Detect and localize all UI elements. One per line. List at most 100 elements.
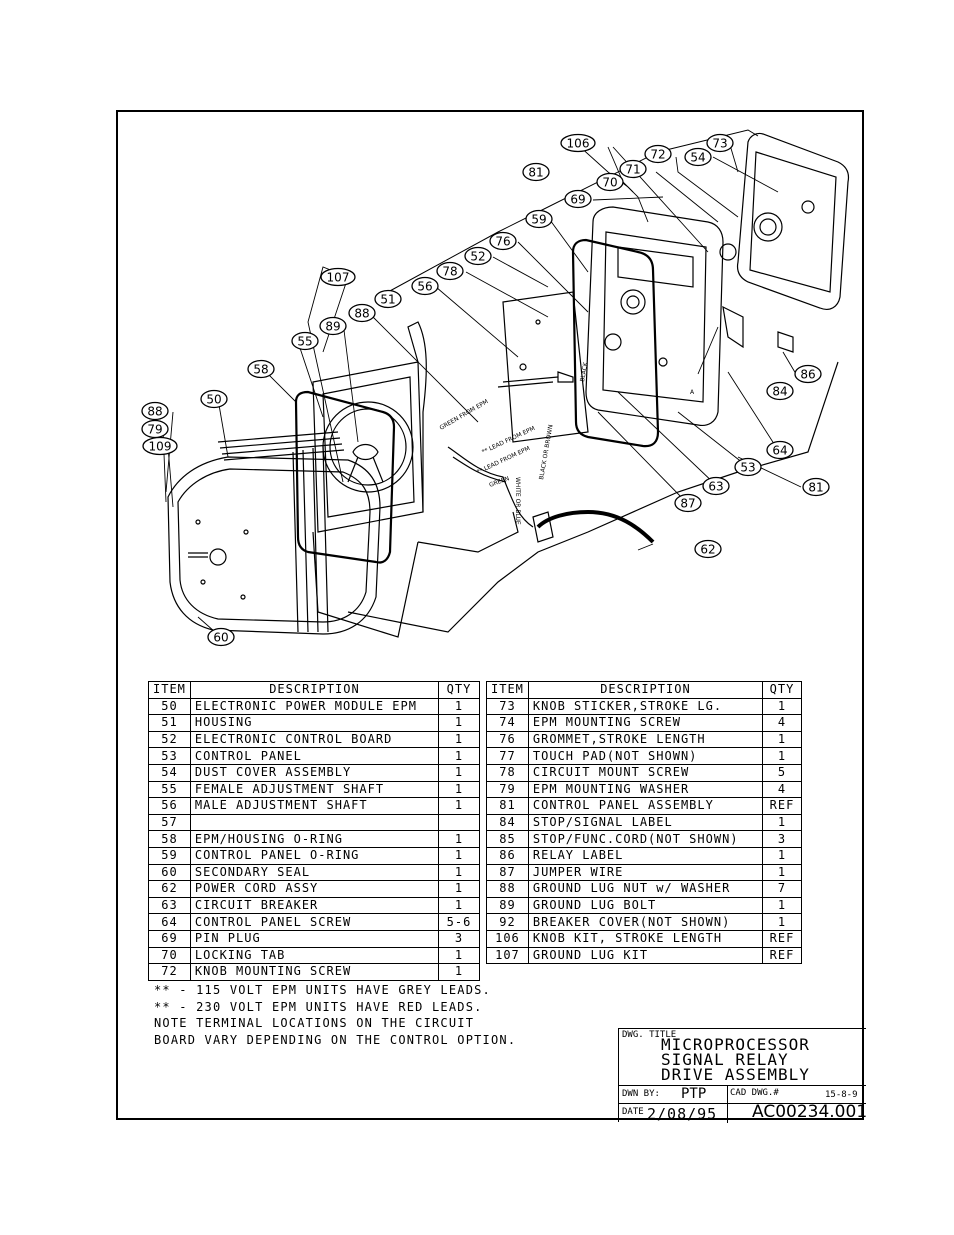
callout-number: 59 xyxy=(531,213,546,227)
housing xyxy=(312,321,519,638)
callout-number: 55 xyxy=(297,335,312,349)
cell-qty: 1 xyxy=(438,697,480,716)
power-cord xyxy=(536,509,655,544)
item-header: ITEM xyxy=(148,681,191,699)
cell-qty: 1 xyxy=(438,763,480,782)
cell-qty: 1 xyxy=(438,863,480,882)
cell-qty: 1 xyxy=(438,880,480,898)
callout-balloon: 106 xyxy=(560,133,596,153)
title-divider xyxy=(619,1085,866,1086)
callout-number: 81 xyxy=(808,481,823,495)
cell-qty: 1 xyxy=(762,863,802,882)
cell-item: 87 xyxy=(486,863,529,882)
cell-description: FEMALE ADJUSTMENT SHAFT xyxy=(189,780,440,799)
cell-item: 55 xyxy=(148,780,191,799)
cell-qty: 1 xyxy=(438,780,480,799)
relay-label-shape xyxy=(777,331,794,353)
drawing-title: MICROPROCESSOR SIGNAL RELAY DRIVE ASSEMB… xyxy=(661,1037,810,1083)
cell-item: 76 xyxy=(486,730,529,749)
qty-header: QTY xyxy=(762,681,802,699)
cell-qty: 7 xyxy=(762,880,802,898)
drawn-by-label: DWN BY: xyxy=(622,1089,660,1099)
cell-description: HOUSING xyxy=(189,714,440,732)
cell-qty: REF xyxy=(762,929,802,948)
callout-balloon: 69 xyxy=(564,189,592,209)
cell-description: SECONDARY SEAL xyxy=(189,863,440,882)
callout-balloon: 81 xyxy=(802,477,830,497)
callout-balloon: 64 xyxy=(766,440,794,460)
cell-qty: 1 xyxy=(762,813,802,832)
cell-qty: 1 xyxy=(438,830,480,848)
callout-number: 51 xyxy=(380,293,395,307)
cell-description: ELECTRONIC POWER MODULE EPM xyxy=(189,697,440,716)
cell-description: KNOB MOUNTING SCREW xyxy=(189,963,440,981)
note-line: NOTE TERMINAL LOCATIONS ON THE CIRCUIT xyxy=(154,1016,475,1030)
callout-number: 63 xyxy=(708,480,723,494)
drawing-notes: ** - 115 VOLT EPM UNITS HAVE GREY LEADS.… xyxy=(154,982,516,1048)
callout-number: 71 xyxy=(625,163,640,177)
callout-balloon: 72 xyxy=(644,144,672,164)
cell-item: 62 xyxy=(148,880,191,898)
callout-number: 56 xyxy=(417,280,432,294)
callout-balloon: 59 xyxy=(525,209,553,229)
cell-qty: 1 xyxy=(438,846,480,865)
description-header: DESCRIPTION xyxy=(527,681,764,699)
callout-number: 72 xyxy=(650,148,665,162)
cell-description: CONTROL PANEL ASSEMBLY xyxy=(527,797,764,815)
callout-number: 50 xyxy=(206,393,221,407)
wire-labels: GREEN FROM EPM ** LEAD FROM EPM ** LEAD … xyxy=(439,361,696,525)
cell-description: CIRCUIT BREAKER xyxy=(189,896,440,915)
cell-item: 60 xyxy=(148,863,191,882)
callout-number: 60 xyxy=(213,631,228,645)
cell-description xyxy=(189,813,440,832)
cell-description: JUMPER WIRE xyxy=(527,863,764,882)
callout-number: 87 xyxy=(680,497,695,511)
callout-number: 78 xyxy=(442,265,457,279)
cell-description: TOUCH PAD(NOT SHOWN) xyxy=(527,747,764,765)
cell-qty: 4 xyxy=(762,780,802,799)
cell-description: CONTROL PANEL xyxy=(189,747,440,765)
callout-balloon: 79 xyxy=(141,419,169,439)
cell-qty: 1 xyxy=(438,896,480,915)
callout-balloon: 88 xyxy=(348,303,376,323)
callout-number: 73 xyxy=(712,137,727,151)
callout-number: 89 xyxy=(325,320,340,334)
callout-balloon: 52 xyxy=(464,246,492,266)
callout-number: 88 xyxy=(354,307,369,321)
callout-balloon: 78 xyxy=(436,261,464,281)
callout-balloon: 86 xyxy=(794,364,822,384)
wire-label: BLACK OR BROWN xyxy=(538,424,555,480)
table-row: 57 xyxy=(148,813,480,832)
cell-item: 107 xyxy=(486,946,529,965)
qty-header: QTY xyxy=(438,681,480,699)
callout-balloon: 81 xyxy=(522,162,550,182)
cell-qty: 3 xyxy=(762,830,802,848)
callout-balloon: 89 xyxy=(319,316,347,336)
cell-description: KNOB STICKER,STROKE LG. xyxy=(527,697,764,716)
stop-signal-label-shape xyxy=(722,305,744,349)
cell-qty: 1 xyxy=(762,896,802,915)
control-board xyxy=(497,291,589,443)
cell-item: 74 xyxy=(486,714,529,732)
title-block: DWG. TITLE MICROPROCESSOR SIGNAL RELAY D… xyxy=(618,1028,867,1123)
cell-description: EPM MOUNTING WASHER xyxy=(527,780,764,799)
